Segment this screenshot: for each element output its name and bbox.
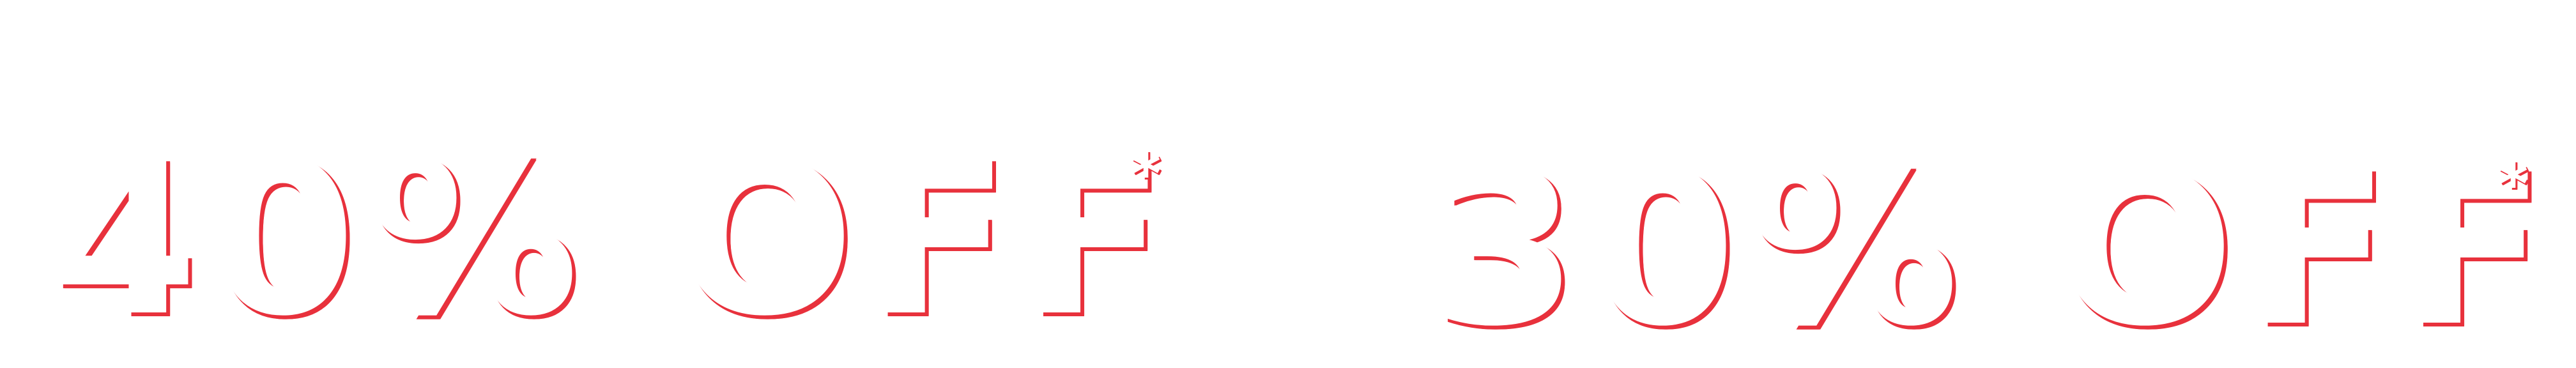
discount-30-text: 30% OFF	[1431, 127, 2557, 368]
asterisk-40-mark: *	[1131, 141, 1162, 208]
discount-40-text: 40% OFF	[51, 117, 1177, 362]
asterisk-30-mark: *	[2498, 151, 2529, 218]
